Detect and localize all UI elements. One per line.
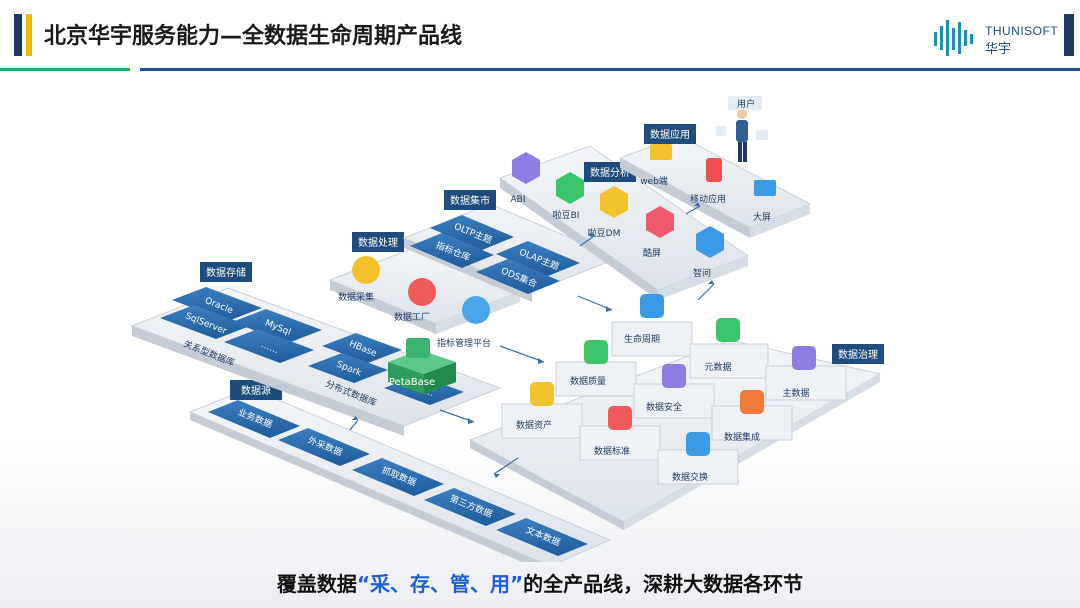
footer-prefix: 覆盖数据 bbox=[276, 572, 357, 596]
governance-item-label: 数据安全 bbox=[646, 401, 682, 413]
data-quality-icon bbox=[584, 340, 608, 364]
petabase-icon bbox=[406, 338, 430, 358]
data-lifecycle-diagram: 业务数据 外采数据 抓取数据 第三方数据 文本数据 数据源 bbox=[130, 96, 884, 562]
web-icon bbox=[650, 144, 672, 160]
ladou-bi-icon bbox=[556, 172, 584, 204]
data-source-platform: 业务数据 外采数据 抓取数据 第三方数据 文本数据 数据源 bbox=[188, 380, 612, 562]
zhiwen-icon bbox=[696, 226, 724, 258]
analysis-item-label: 啦豆DM bbox=[588, 227, 621, 239]
governance-item-label: 数据交换 bbox=[672, 471, 708, 483]
data-collect-icon bbox=[352, 256, 380, 284]
analysis-item-label: 智问 bbox=[693, 267, 711, 279]
governance-tiles bbox=[501, 321, 847, 485]
analysis-item-label: ABI bbox=[511, 195, 526, 205]
header-accent-bar-yellow bbox=[26, 14, 32, 56]
governance-item-label: 元数据 bbox=[704, 361, 731, 373]
data-storage-tag: 数据存储 bbox=[206, 266, 246, 279]
data-mart-tag: 数据集市 bbox=[450, 194, 490, 207]
thunisoft-logo-icon bbox=[934, 20, 973, 56]
governance-item-label: 数据集成 bbox=[724, 431, 760, 443]
data-analysis-tag: 数据分析 bbox=[590, 166, 630, 179]
governance-item-label: 生命周期 bbox=[624, 333, 660, 345]
data-governance-tag: 数据治理 bbox=[838, 348, 878, 361]
data-application-tag: 数据应用 bbox=[650, 128, 690, 141]
abi-icon bbox=[512, 152, 540, 184]
kuping-icon bbox=[646, 206, 674, 238]
footer-highlight: “采、存、管、用” bbox=[356, 572, 524, 596]
header-divider-blue bbox=[140, 68, 1080, 71]
data-application-platform: web端 移动应用 大屏 用户 数据应用 bbox=[618, 96, 812, 238]
data-security-icon bbox=[662, 364, 686, 388]
user-figure-icon bbox=[716, 96, 768, 162]
header-accent-bar-right bbox=[1064, 14, 1074, 56]
data-storage-platform: Oracle SqlServer MySql …… HBase Spark ……… bbox=[130, 262, 502, 436]
application-item-label: 移动应用 bbox=[690, 193, 726, 205]
data-analysis-platform: ABI 啦豆BI 啦豆DM 酷屏 智问 数据分析 bbox=[498, 145, 750, 300]
processing-item-label: 指标管理平台 bbox=[437, 337, 491, 349]
mobile-app-icon bbox=[706, 158, 722, 182]
petabase-label: PetaBase bbox=[389, 377, 435, 388]
governance-item-label: 数据资产 bbox=[516, 419, 552, 431]
governance-item-label: 数据质量 bbox=[570, 375, 606, 387]
data-integration-icon bbox=[740, 390, 764, 414]
data-governance-platform: 生命周期 元数据 主数据 数据质量 数据安全 数据集成 数据资产 数据标准 数据… bbox=[468, 294, 884, 530]
flow-arrows bbox=[349, 205, 715, 475]
ladou-dm-icon bbox=[600, 186, 628, 218]
data-asset-icon bbox=[530, 382, 554, 406]
logo-text-cn: 华宇 bbox=[985, 42, 1012, 57]
data-exchange-icon bbox=[686, 432, 710, 456]
metric-platform-icon bbox=[462, 296, 490, 324]
header-accent-bar bbox=[14, 14, 22, 56]
footer-tagline: 覆盖数据“采、存、管、用”的全产品线，深耕大数据各环节 bbox=[0, 568, 1080, 597]
data-factory-icon bbox=[408, 278, 436, 306]
governance-item-label: 数据标准 bbox=[594, 445, 630, 457]
big-screen-icon bbox=[754, 180, 776, 196]
user-label: 用户 bbox=[737, 98, 755, 110]
header-divider-green bbox=[0, 68, 130, 71]
processing-item-label: 数据采集 bbox=[338, 291, 374, 303]
data-processing-tag: 数据处理 bbox=[358, 236, 398, 249]
governance-item-label: 主数据 bbox=[782, 387, 809, 399]
application-item-label: 大屏 bbox=[753, 211, 771, 223]
data-mart-platform: OLTP主题 OLAP主题 指标仓库 ODS集合 数据集市 bbox=[402, 190, 620, 302]
data-standard-icon bbox=[608, 406, 632, 430]
analysis-item-label: 酷屏 bbox=[643, 247, 661, 259]
data-processing-platform: 数据采集 数据工厂 指标管理平台 数据处理 bbox=[328, 232, 522, 349]
processing-item-label: 数据工厂 bbox=[394, 311, 430, 323]
application-item-label: web端 bbox=[640, 175, 668, 187]
metadata-icon bbox=[716, 318, 740, 342]
data-source-tag: 数据源 bbox=[241, 384, 271, 397]
page-title: 北京华宇服务能力—全数据生命周期产品线 bbox=[44, 24, 463, 49]
logo-text: THUNISOFT bbox=[985, 24, 1059, 38]
lifecycle-icon bbox=[640, 294, 664, 318]
petabase-box: PetaBase bbox=[388, 338, 456, 394]
analysis-item-label: 啦豆BI bbox=[553, 209, 580, 221]
footer-suffix: 的全产品线，深耕大数据各环节 bbox=[523, 572, 804, 596]
master-data-icon bbox=[792, 346, 816, 370]
flow-arrowheads bbox=[352, 202, 714, 478]
